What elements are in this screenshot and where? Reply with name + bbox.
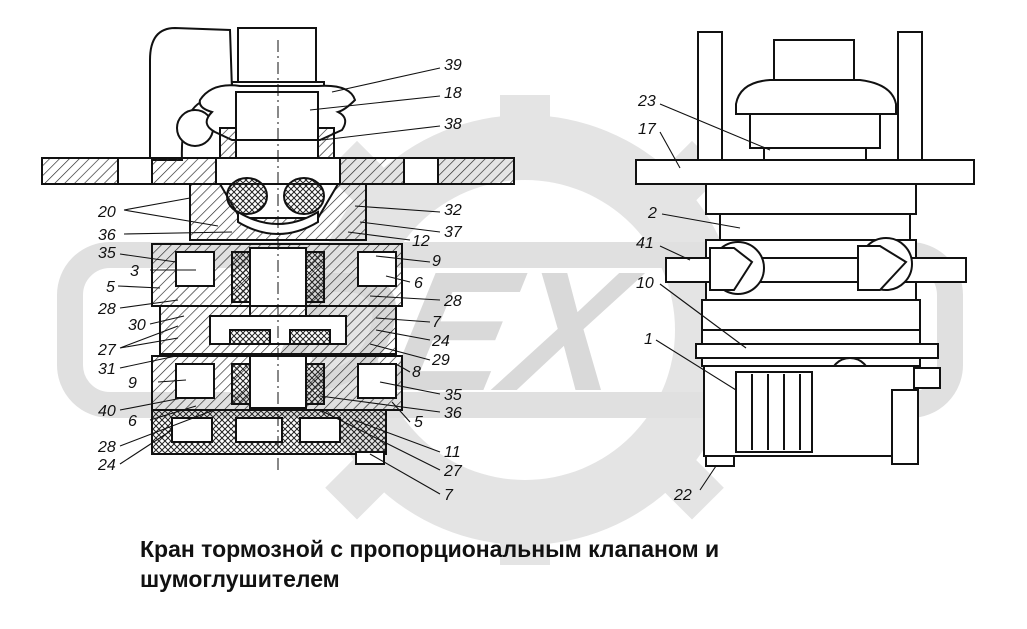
callout: 41 xyxy=(636,235,654,252)
callout: 30 xyxy=(128,317,146,334)
callout: 29 xyxy=(431,352,450,369)
callout: 27 xyxy=(97,342,117,359)
callout: 7 xyxy=(432,314,442,331)
callout: 37 xyxy=(444,224,463,241)
callout: 28 xyxy=(443,293,462,310)
callout: 8 xyxy=(412,364,421,381)
callout: 35 xyxy=(98,245,116,262)
callout: 20 xyxy=(97,204,116,221)
section-leaders xyxy=(117,67,441,495)
callout: 12 xyxy=(412,233,430,250)
callout: 39 xyxy=(444,57,462,74)
callout: 24 xyxy=(431,333,450,350)
side-leaders xyxy=(655,103,771,491)
callout: 23 xyxy=(637,93,656,110)
callout: 32 xyxy=(444,202,462,219)
section-callouts: 39 18 38 20 32 36 37 12 35 9 3 6 5 28 28… xyxy=(97,57,463,504)
callout: 40 xyxy=(98,403,116,420)
callout: 5 xyxy=(106,279,115,296)
callout: 3 xyxy=(130,263,139,280)
caption-line-1: Кран тормозной с пропорциональным клапан… xyxy=(140,536,720,562)
callout: 6 xyxy=(128,413,137,430)
callout: 5 xyxy=(414,414,423,431)
callout: 9 xyxy=(432,253,441,270)
callout: 31 xyxy=(98,361,116,378)
callout: 36 xyxy=(444,405,462,422)
callout: 35 xyxy=(444,387,462,404)
figure-caption: Кран тормозной с пропорциональным клапан… xyxy=(140,534,1000,594)
side-callouts: 23 17 2 41 10 1 22 xyxy=(636,93,692,504)
callout: 38 xyxy=(444,116,462,133)
callout: 27 xyxy=(443,463,463,480)
callout: 24 xyxy=(97,457,116,474)
caption-line-2: шумоглушителем xyxy=(140,566,340,592)
callout: 1 xyxy=(644,331,653,348)
callout: 18 xyxy=(444,85,462,102)
callout: 7 xyxy=(444,487,454,504)
callout: 36 xyxy=(98,227,116,244)
callout: 28 xyxy=(97,301,116,318)
callout: 6 xyxy=(414,275,423,292)
callout: 2 xyxy=(647,205,657,222)
callout: 17 xyxy=(638,121,657,138)
callout: 11 xyxy=(444,444,461,461)
callout: 28 xyxy=(97,439,116,456)
side-view xyxy=(635,31,975,467)
callout: 10 xyxy=(636,275,654,292)
callout: 22 xyxy=(673,487,692,504)
callout: 9 xyxy=(128,375,137,392)
